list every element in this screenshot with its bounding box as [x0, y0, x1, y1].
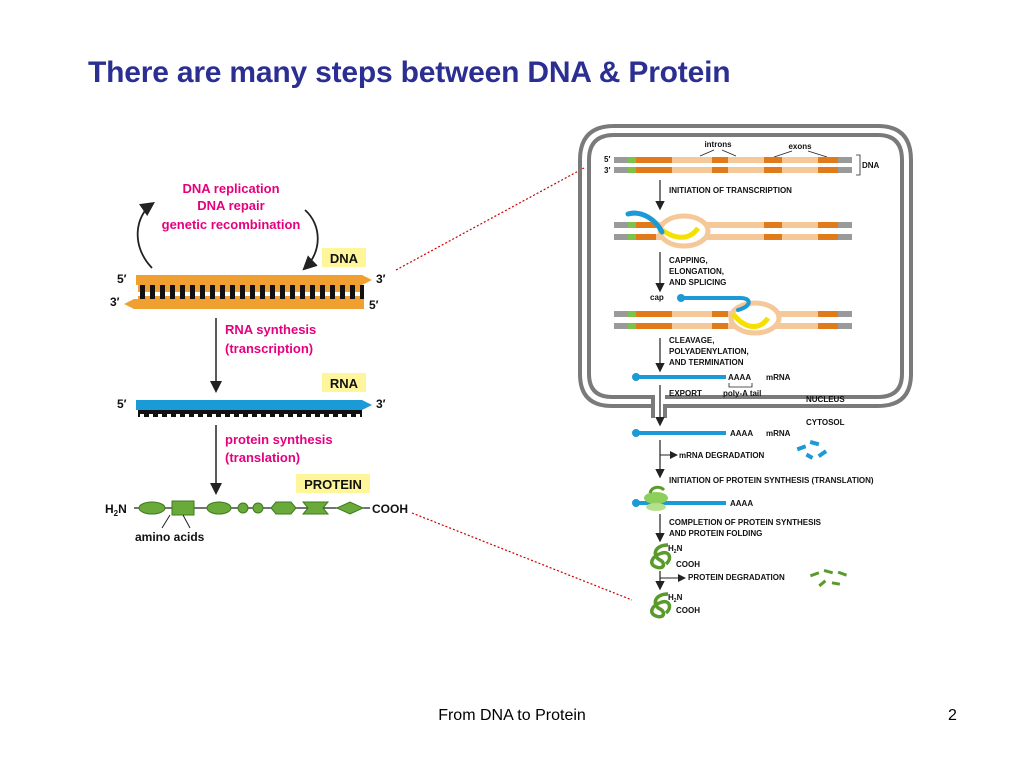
folded-cooh-2: COOH: [676, 606, 700, 615]
amino-acid: [138, 501, 166, 515]
page-number: 2: [948, 707, 957, 724]
protein-label-box: [296, 474, 370, 493]
folded-protein-icon-2: [650, 592, 672, 619]
cap-label: cap: [650, 293, 664, 302]
h2n-label: H2N: [105, 502, 127, 518]
dna-label-box: [322, 248, 366, 267]
export-label: EXPORT: [669, 389, 702, 398]
rna-bases: [138, 410, 362, 417]
connector-dna: [395, 167, 585, 271]
cleavage-label-3: AND TERMINATION: [669, 358, 744, 367]
amino-acid: [237, 502, 249, 514]
protein-synthesis-label: protein synthesis: [225, 432, 333, 447]
poly-a-tail-label: poly-A tail: [723, 389, 761, 398]
protein-degradation-label: PROTEIN DEGRADATION: [688, 573, 785, 582]
right-panel: introns exons 5′ 3′ DNA INITIATION OF TR…: [578, 124, 913, 619]
folded-cooh: COOH: [676, 560, 700, 569]
cleavage-label-1: CLEAVAGE,: [669, 336, 714, 345]
cooh-label: COOH: [372, 502, 408, 516]
protein-label: PROTEIN: [304, 477, 362, 492]
amino-acid: [206, 501, 232, 515]
dna-bottom-5prime: 5′: [369, 298, 379, 312]
dna-bottom-3prime: 3′: [110, 295, 120, 309]
completion-label-2: AND PROTEIN FOLDING: [669, 529, 762, 538]
rna-label-box: [322, 373, 366, 392]
nuclear-mrna-label: mRNA: [766, 373, 791, 382]
mrna-cap: [632, 373, 640, 381]
dna-bracket: [856, 154, 861, 176]
initiation-translation-label: INITIATION OF PROTEIN SYNTHESIS (TRANSLA…: [669, 476, 874, 485]
dna-base-pairs: [138, 285, 364, 299]
capping-label-2: ELONGATION,: [669, 267, 724, 276]
gene-3prime: 3′: [604, 166, 610, 175]
process-dna-replication: DNA replication: [182, 181, 279, 196]
transcription-dna: [614, 210, 852, 249]
translating-mrna-cap: [632, 499, 640, 507]
dna-top-3prime: 3′: [376, 272, 386, 286]
nucleus-label: NUCLEUS: [806, 395, 845, 404]
elongation-dna: [614, 294, 852, 336]
introns-label: introns: [704, 140, 732, 149]
folded-protein-icon: [650, 543, 672, 570]
completion-label-1: COMPLETION OF PROTEIN SYNTHESIS: [669, 518, 822, 527]
folded-h2n: H2N: [668, 544, 683, 555]
exons-label: exons: [788, 142, 812, 151]
gene-dna-label: DNA: [862, 161, 880, 170]
mrna-degradation-label: mRNA DEGRADATION: [679, 451, 765, 460]
cytosol-label: CYTOSOL: [806, 418, 845, 427]
pointer-line: [182, 514, 191, 529]
rna-synthesis-label: RNA synthesis: [225, 322, 316, 337]
rna-label: RNA: [330, 376, 359, 391]
rna-5prime: 5′: [117, 397, 127, 411]
amino-acid: [335, 501, 365, 515]
dna-top-5prime: 5′: [117, 272, 127, 286]
poly-a-bracket: [728, 383, 753, 388]
dna-top-strand: [136, 275, 372, 285]
cytosol-aaaa: AAAA: [730, 429, 753, 438]
capping-label-1: CAPPING,: [669, 256, 708, 265]
folded-h2n-2: H2N: [668, 593, 683, 604]
slide-footer: From DNA to Protein: [438, 707, 586, 724]
nascent-peptide: [648, 485, 666, 494]
initiation-transcription-label: INITIATION OF TRANSCRIPTION: [669, 186, 792, 195]
exons-pointer: [773, 150, 828, 158]
transcription-label: (transcription): [225, 341, 313, 356]
curved-arrow-right: [302, 209, 319, 271]
ribosome-small: [646, 503, 666, 511]
translating-aaaa: AAAA: [730, 499, 753, 508]
curved-arrow-left: [136, 201, 155, 269]
process-dna-repair: DNA repair: [197, 198, 264, 213]
cytosol-mrna-label: mRNA: [766, 429, 791, 438]
gene-dna: [614, 157, 852, 173]
process-genetic-recombination: genetic recombination: [162, 217, 301, 232]
gene-5prime: 5′: [604, 155, 610, 164]
translation-label: (translation): [225, 450, 300, 465]
mrna-fragments: [796, 440, 828, 460]
dna-label: DNA: [330, 251, 359, 266]
amino-acid-chain: [138, 500, 365, 516]
amino-acid: [252, 502, 264, 514]
introns-pointer: [699, 149, 737, 157]
rna-3prime: 3′: [376, 397, 386, 411]
left-panel: DNA replication DNA repair genetic recom…: [105, 181, 408, 544]
ribosome-large: [644, 492, 668, 504]
cytosol-mrna-cap: [632, 429, 640, 437]
dna-bottom-strand: [124, 299, 364, 309]
protein-fragments: [809, 568, 848, 588]
amino-acid: [270, 501, 297, 515]
pointer-line: [161, 514, 171, 529]
amino-acid: [171, 500, 195, 516]
nucleus-inner-membrane: [587, 133, 904, 418]
amino-acid: [301, 501, 330, 515]
capping-label-3: AND SPLICING: [669, 278, 726, 287]
rna-strand: [136, 400, 372, 410]
slide-title: There are many steps between DNA & Prote…: [88, 56, 731, 89]
cleavage-label-2: POLYADENYLATION,: [669, 347, 749, 356]
connector-protein: [411, 512, 633, 601]
amino-acids-label: amino acids: [135, 530, 205, 544]
nuclear-aaaa: AAAA: [728, 373, 751, 382]
nucleus-outer-membrane: [578, 124, 913, 418]
